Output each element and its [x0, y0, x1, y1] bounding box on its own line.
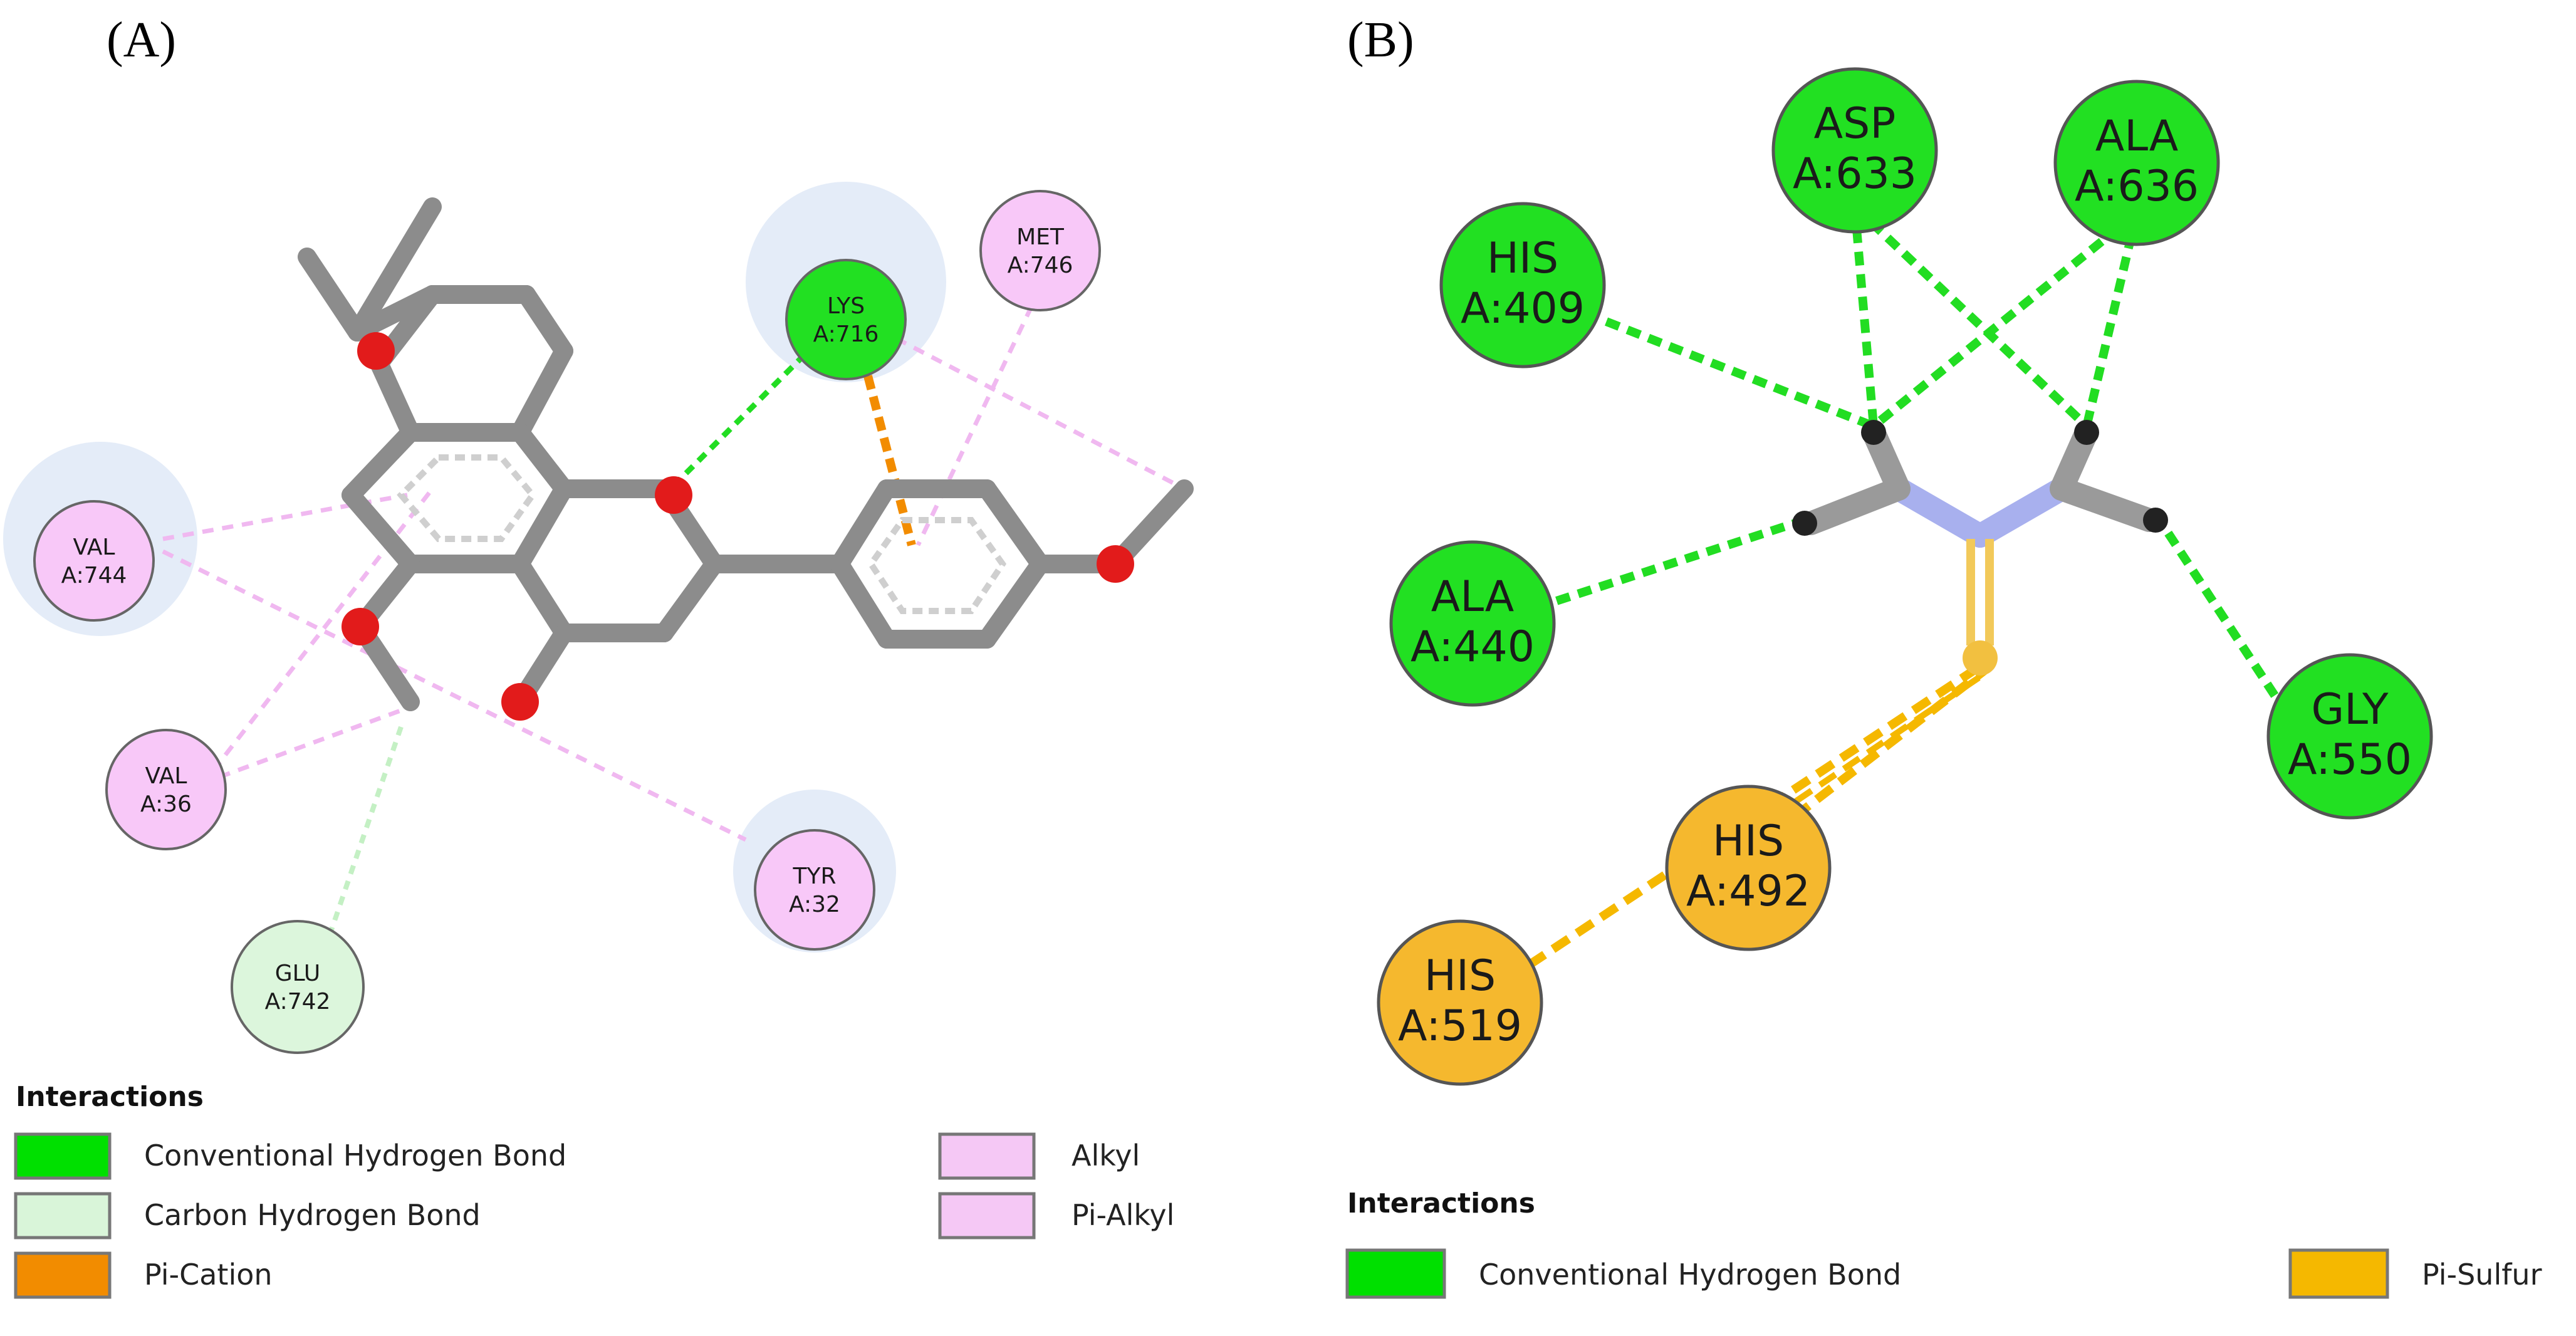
residue-his-492: HIS A:492 [1665, 785, 1832, 951]
svg-text:Pi-Sulfur: Pi-Sulfur [2422, 1258, 2542, 1292]
svg-text:A:409: A:409 [1461, 284, 1585, 333]
residue-asp-633: ASP A:633 [1771, 67, 1938, 234]
svg-text:HIS: HIS [1487, 234, 1558, 283]
svg-text:ASP: ASP [1814, 99, 1896, 149]
svg-text:Alkyl: Alkyl [1072, 1139, 1140, 1172]
residue-glu-742: GLU A:742 [231, 920, 365, 1054]
svg-text:HIS: HIS [1713, 817, 1784, 866]
svg-text:Conventional Hydrogen Bond: Conventional Hydrogen Bond [144, 1139, 566, 1172]
svg-text:TYR: TYR [793, 864, 837, 889]
svg-text:A:742: A:742 [265, 989, 331, 1015]
svg-text:A:519: A:519 [1398, 1001, 1522, 1051]
legend-b: Interactions Conventional Hydrogen Bond … [1345, 1187, 2542, 1299]
legend-a-item-1: Carbon Hydrogen Bond [14, 1192, 481, 1239]
svg-text:LYS: LYS [827, 293, 865, 319]
legend-a-item-3: Alkyl [938, 1132, 1140, 1180]
svg-text:Pi-Cation: Pi-Cation [144, 1258, 273, 1292]
svg-text:A:716: A:716 [813, 321, 879, 347]
svg-text:Pi-Alkyl: Pi-Alkyl [1072, 1198, 1174, 1232]
legend-b-item-1: Pi-Sulfur [2288, 1248, 2542, 1299]
ligand-a [298, 197, 1194, 721]
residue-tyr-32: TYR A:32 [754, 829, 875, 951]
svg-text:GLU: GLU [275, 961, 321, 986]
panel-b: (B) [1345, 13, 2542, 1299]
panel-b-label: (B) [1347, 13, 1414, 68]
residue-lys-716: LYS A:716 [785, 259, 907, 380]
svg-text:Interactions: Interactions [16, 1081, 204, 1113]
svg-text:Carbon Hydrogen Bond: Carbon Hydrogen Bond [144, 1198, 481, 1232]
svg-text:A:636: A:636 [2075, 162, 2199, 211]
legend-b-item-0: Conventional Hydrogen Bond [1345, 1248, 1901, 1299]
residue-met-746: MET A:746 [979, 190, 1101, 311]
svg-text:Interactions: Interactions [1347, 1187, 1535, 1219]
residue-ala-440: ALA A:440 [1389, 540, 1556, 707]
residue-his-409: HIS A:409 [1439, 202, 1606, 368]
legend-a: Interactions Conventional Hydrogen Bond … [14, 1081, 1174, 1299]
legend-a-item-0: Conventional Hydrogen Bond [14, 1132, 566, 1180]
svg-text:VAL: VAL [73, 535, 115, 560]
svg-text:A:492: A:492 [1686, 867, 1810, 916]
residue-his-519: HIS A:519 [1377, 919, 1543, 1086]
panel-a: (A) [3, 13, 1194, 1299]
svg-text:MET: MET [1016, 224, 1065, 250]
ligand-b [1792, 420, 2168, 676]
residue-val-36: VAL A:36 [105, 729, 227, 850]
svg-text:A:744: A:744 [61, 563, 127, 588]
svg-text:HIS: HIS [1424, 951, 1496, 1001]
residue-ala-636: ALA A:636 [2053, 80, 2220, 246]
svg-text:A:36: A:36 [140, 791, 192, 817]
svg-text:GLY: GLY [2311, 685, 2389, 734]
svg-text:Conventional Hydrogen Bond: Conventional Hydrogen Bond [1479, 1258, 1901, 1292]
legend-a-item-2: Pi-Cation [14, 1251, 273, 1299]
svg-text:VAL: VAL [145, 763, 187, 789]
residue-val-744: VAL A:744 [33, 500, 155, 622]
svg-text:ALA: ALA [2095, 112, 2178, 161]
svg-text:A:550: A:550 [2288, 735, 2412, 785]
svg-text:ALA: ALA [1431, 572, 1514, 622]
svg-text:A:746: A:746 [1008, 253, 1073, 278]
residue-gly-550: GLY A:550 [2266, 653, 2433, 820]
svg-text:A:440: A:440 [1411, 622, 1535, 672]
panel-a-label: (A) [107, 13, 176, 68]
interaction-lines-b [1526, 203, 2291, 969]
legend-a-item-4: Pi-Alkyl [938, 1192, 1174, 1239]
svg-text:A:633: A:633 [1793, 149, 1917, 199]
svg-text:A:32: A:32 [789, 892, 840, 917]
